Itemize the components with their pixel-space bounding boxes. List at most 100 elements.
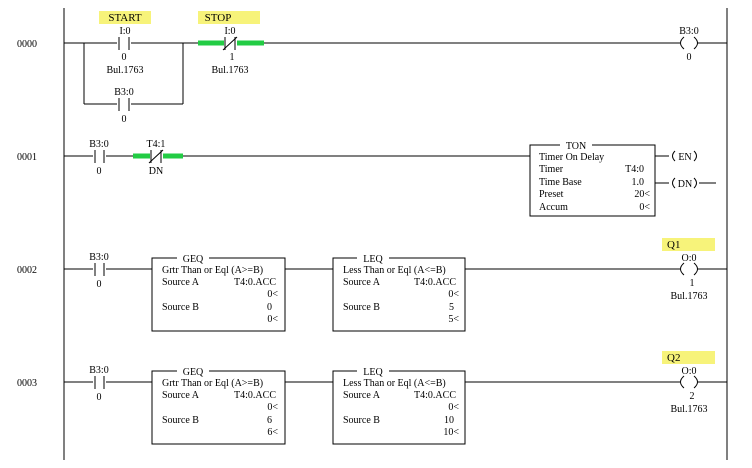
ton-preset-label: Preset xyxy=(539,189,564,200)
start-tag: START xyxy=(108,12,142,24)
stop-tag-highlight xyxy=(198,11,260,24)
geq-source-a-label: Source A xyxy=(162,277,200,288)
dn-contact-address: T4:1 xyxy=(147,139,166,150)
geq-source-b-value: 0< xyxy=(267,314,278,325)
geq-source-a: T4:0.ACC xyxy=(234,390,276,401)
dn-right-arc xyxy=(693,177,697,189)
coil-address: B3:0 xyxy=(679,26,698,37)
contact-bit: 0 xyxy=(97,392,102,403)
latch-bit: 0 xyxy=(122,114,127,125)
b3-contact[interactable]: B3:0 0 xyxy=(89,252,108,290)
leq-title: LEQ xyxy=(363,254,383,265)
geq-source-a-label: Source A xyxy=(162,390,200,401)
stop-module: Bul.1763 xyxy=(212,65,249,76)
leq-source-b: 5 xyxy=(449,302,454,313)
latch-address: B3:0 xyxy=(114,87,133,98)
latch-contact[interactable]: B3:0 0 xyxy=(114,87,133,125)
rung-number: 0002 xyxy=(17,265,37,276)
stop-tag: STOP xyxy=(205,12,232,24)
start-module: Bul.1763 xyxy=(107,65,144,76)
geq-source-b-value: 6< xyxy=(267,427,278,438)
stop-bit: 1 xyxy=(230,52,235,63)
en-right-arc xyxy=(693,150,697,162)
rung-0002[interactable]: 0002 B3:0 0 GEQ Grtr Than or Eql (A>=B) … xyxy=(17,238,727,332)
leq-source-a-label: Source A xyxy=(343,390,381,401)
geq-source-b: 6 xyxy=(267,415,272,426)
start-tag-highlight xyxy=(99,11,151,24)
output-coil-q1[interactable]: Q1 O:0 1 Bul.1763 xyxy=(662,238,715,302)
geq-subtitle: Grtr Than or Eql (A>=B) xyxy=(162,378,263,389)
leq-subtitle: Less Than or Eql (A<=B) xyxy=(343,265,446,276)
output-coil-q2[interactable]: Q2 O:0 2 Bul.1763 xyxy=(662,351,715,415)
ton-timer-label: Timer xyxy=(539,164,564,175)
ton-timer-value: T4:0 xyxy=(625,164,644,175)
t4-dn-contact[interactable]: T4:1 DN xyxy=(133,139,183,177)
leq-source-a: T4:0.ACC xyxy=(414,277,456,288)
geq-title: GEQ xyxy=(183,367,204,378)
q1-address: O:0 xyxy=(682,253,697,264)
contact-bit: 0 xyxy=(97,166,102,177)
ton-en-output: EN xyxy=(678,152,691,163)
rung-number: 0000 xyxy=(17,39,37,50)
rung-0003[interactable]: 0003 B3:0 0 GEQ Grtr Than or Eql (A>=B) … xyxy=(17,351,727,445)
b3-contact[interactable]: B3:0 0 xyxy=(89,139,108,177)
q2-bit: 2 xyxy=(690,391,695,402)
geq-source-a-value: 0< xyxy=(267,289,278,300)
q1-tag: Q1 xyxy=(667,239,680,251)
q1-tag-highlight xyxy=(662,238,715,251)
contact-address: B3:0 xyxy=(89,252,108,263)
leq-source-a-value: 0< xyxy=(448,402,459,413)
ton-base-value: 1.0 xyxy=(632,177,645,188)
q2-tag: Q2 xyxy=(667,352,680,364)
leq-source-a: T4:0.ACC xyxy=(414,390,456,401)
ton-title: TON xyxy=(566,141,586,152)
rung-number: 0003 xyxy=(17,378,37,389)
ton-timer-block[interactable]: TON Timer On Delay Timer T4:0 Time Base … xyxy=(529,139,656,217)
leq-source-a-label: Source A xyxy=(343,277,381,288)
geq-subtitle: Grtr Than or Eql (A>=B) xyxy=(162,265,263,276)
contact-address: B3:0 xyxy=(89,139,108,150)
q2-tag-highlight xyxy=(662,351,715,364)
leq-title: LEQ xyxy=(363,367,383,378)
q2-address: O:0 xyxy=(682,366,697,377)
stop-contact[interactable]: STOP I:0 1 Bul.1763 xyxy=(198,11,264,76)
geq-source-b-label: Source B xyxy=(162,302,199,313)
geq-source-a-value: 0< xyxy=(267,402,278,413)
b3-contact[interactable]: B3:0 0 xyxy=(89,365,108,403)
rung-0000[interactable]: 0000 START I:0 0 Bul.1763 STOP I:0 xyxy=(17,11,727,125)
geq-block[interactable]: GEQ Grtr Than or Eql (A>=B) Source A T4:… xyxy=(151,365,286,445)
ton-preset-value: 20< xyxy=(634,189,650,200)
output-coil-b3[interactable]: B3:0 0 xyxy=(679,26,698,63)
geq-source-a: T4:0.ACC xyxy=(234,277,276,288)
geq-source-b-label: Source B xyxy=(162,415,199,426)
dn-contact-bit: DN xyxy=(149,166,163,177)
contact-bit: 0 xyxy=(97,279,102,290)
geq-block[interactable]: GEQ Grtr Than or Eql (A>=B) Source A T4:… xyxy=(151,252,286,332)
ton-accum-value: 0< xyxy=(639,202,650,213)
ton-dn-output: DN xyxy=(678,179,692,190)
leq-subtitle: Less Than or Eql (A<=B) xyxy=(343,378,446,389)
rung-number: 0001 xyxy=(17,152,37,163)
en-left-arc xyxy=(672,150,676,162)
start-bit: 0 xyxy=(122,52,127,63)
ton-subtitle: Timer On Delay xyxy=(539,152,604,163)
geq-title: GEQ xyxy=(183,254,204,265)
coil-bit: 0 xyxy=(687,52,692,63)
leq-source-b: 10 xyxy=(444,415,454,426)
start-contact[interactable]: START I:0 0 Bul.1763 xyxy=(99,11,151,76)
start-address: I:0 xyxy=(119,26,130,37)
dn-left-arc xyxy=(672,177,676,189)
q1-bit: 1 xyxy=(690,278,695,289)
leq-source-b-value: 10< xyxy=(443,427,459,438)
leq-source-b-label: Source B xyxy=(343,302,380,313)
rung-0001[interactable]: 0001 B3:0 0 T4:1 DN TON Timer On Delay xyxy=(17,139,716,217)
leq-block[interactable]: LEQ Less Than or Eql (A<=B) Source A T4:… xyxy=(332,365,466,445)
q2-module: Bul.1763 xyxy=(671,404,708,415)
leq-source-b-value: 5< xyxy=(448,314,459,325)
leq-block[interactable]: LEQ Less Than or Eql (A<=B) Source A T4:… xyxy=(332,252,466,332)
stop-address: I:0 xyxy=(224,26,235,37)
ton-accum-label: Accum xyxy=(539,202,568,213)
q1-module: Bul.1763 xyxy=(671,291,708,302)
ton-base-label: Time Base xyxy=(539,177,582,188)
